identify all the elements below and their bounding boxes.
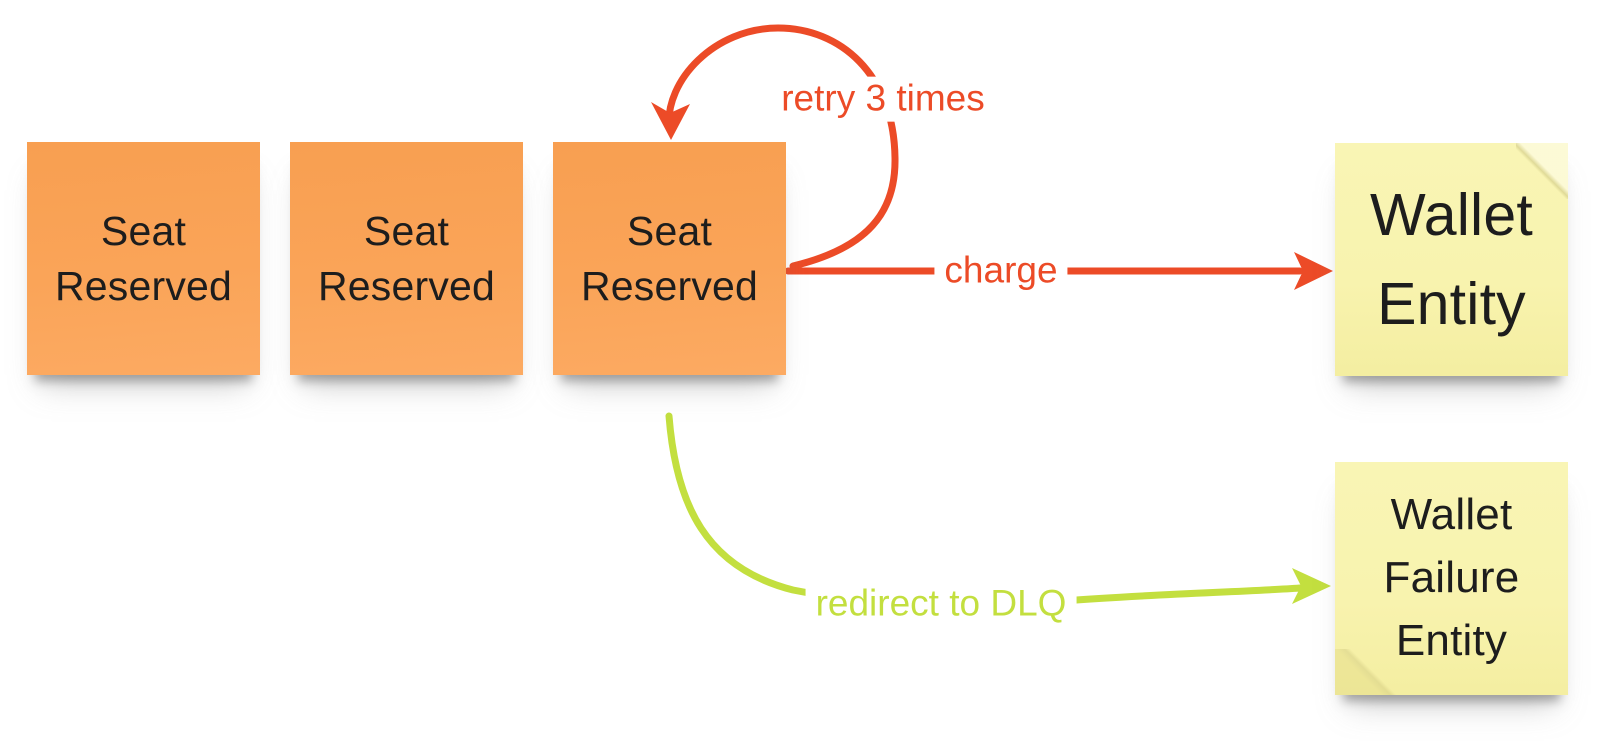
sticky-note-text: Seat Reserved bbox=[317, 208, 496, 309]
connector-redirect-dlq[interactable] bbox=[665, 412, 1331, 609]
sticky-note-text: Wallet Entity bbox=[1370, 182, 1533, 337]
sticky-note-text: Seat Reserved bbox=[54, 208, 233, 309]
sticky-note-text: Wallet Failure Entity bbox=[1383, 490, 1520, 665]
arrowhead-retry-loop bbox=[651, 102, 690, 140]
sticky-note-seat-reserved-2[interactable]: Seat Reserved bbox=[290, 142, 523, 375]
sticky-note-wallet-failure-entity[interactable]: Wallet Failure Entity bbox=[1335, 462, 1568, 695]
arrowhead-charge bbox=[1294, 252, 1333, 290]
connector-label-redirect-to-dlq[interactable]: redirect to DLQ bbox=[805, 581, 1077, 627]
connector-label-charge[interactable]: charge bbox=[934, 248, 1068, 294]
sticky-note-seat-reserved-3[interactable]: Seat Reserved bbox=[553, 142, 786, 375]
sticky-note-text: Seat Reserved bbox=[580, 208, 759, 309]
arrowhead-redirect-dlq bbox=[1292, 568, 1331, 604]
sticky-note-wallet-entity[interactable]: Wallet Entity bbox=[1335, 143, 1568, 376]
connector-retry-loop[interactable] bbox=[651, 24, 899, 270]
sticky-note-seat-reserved-1[interactable]: Seat Reserved bbox=[27, 142, 260, 375]
connector-label-retry-3-times[interactable]: retry 3 times bbox=[771, 76, 995, 122]
